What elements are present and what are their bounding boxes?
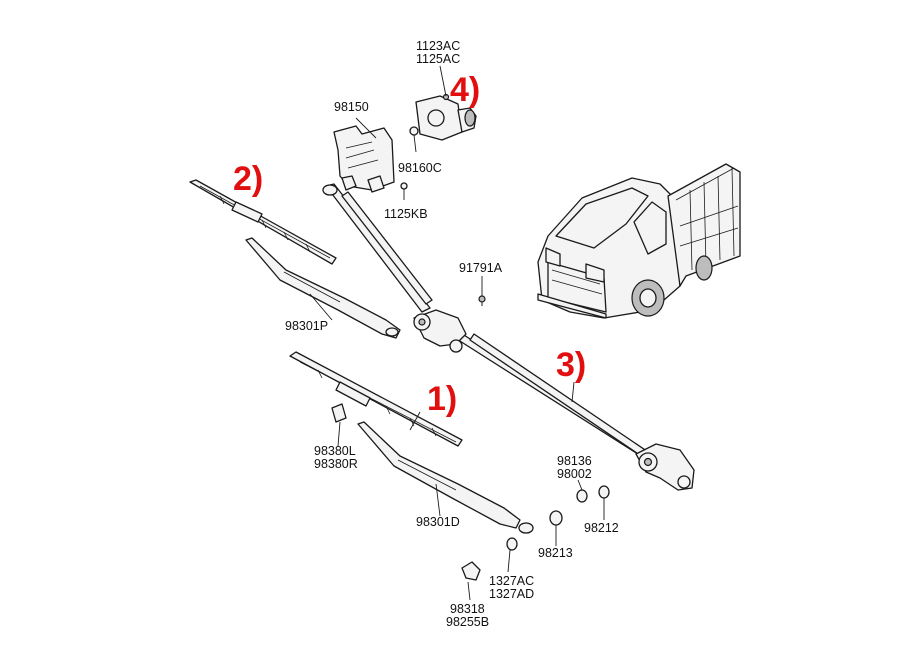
truck-illustration	[537, 163, 741, 319]
label-98318: 98318	[450, 602, 485, 616]
label-1123AC: 1123AC	[416, 39, 460, 53]
label-98380R: 98380R	[314, 457, 358, 471]
label-98213: 98213	[538, 546, 573, 560]
wiper-arm-passenger	[245, 237, 401, 339]
label-98301D: 98301D	[416, 515, 460, 529]
label-1327AC: 1327AC	[489, 574, 534, 588]
wiper-arm-driver	[357, 421, 534, 534]
label-1327AD: 1327AD	[489, 587, 534, 601]
motor-bracket-assembly	[333, 93, 477, 193]
callouts: 1) 2) 3) 4)	[233, 71, 586, 418]
label-98301P: 98301P	[285, 319, 328, 333]
callout-1: 1)	[427, 380, 457, 418]
label-98255B: 98255B	[446, 615, 489, 629]
wiper-blade-driver	[289, 351, 463, 447]
label-98136: 98136	[557, 454, 592, 468]
label-98150: 98150	[334, 100, 369, 114]
label-1125AC: 1125AC	[416, 52, 460, 66]
callout-2: 2)	[233, 160, 263, 198]
leader-lines	[309, 65, 605, 601]
label-98380L: 98380L	[314, 444, 356, 458]
callout-3: 3)	[556, 346, 586, 384]
hardware-parts	[461, 295, 610, 581]
callout-4: 4)	[450, 71, 480, 109]
linkage-assembly	[322, 183, 695, 491]
wiper-blade-passenger	[189, 179, 337, 265]
label-91791A: 91791A	[459, 261, 503, 275]
part-labels: 1123AC 1125AC 98150 98160C 1125KB 91791A…	[285, 39, 619, 629]
label-1125KB: 1125KB	[384, 207, 428, 221]
label-98212: 98212	[584, 521, 619, 535]
label-98160C: 98160C	[398, 161, 442, 175]
label-98002: 98002	[557, 467, 592, 481]
